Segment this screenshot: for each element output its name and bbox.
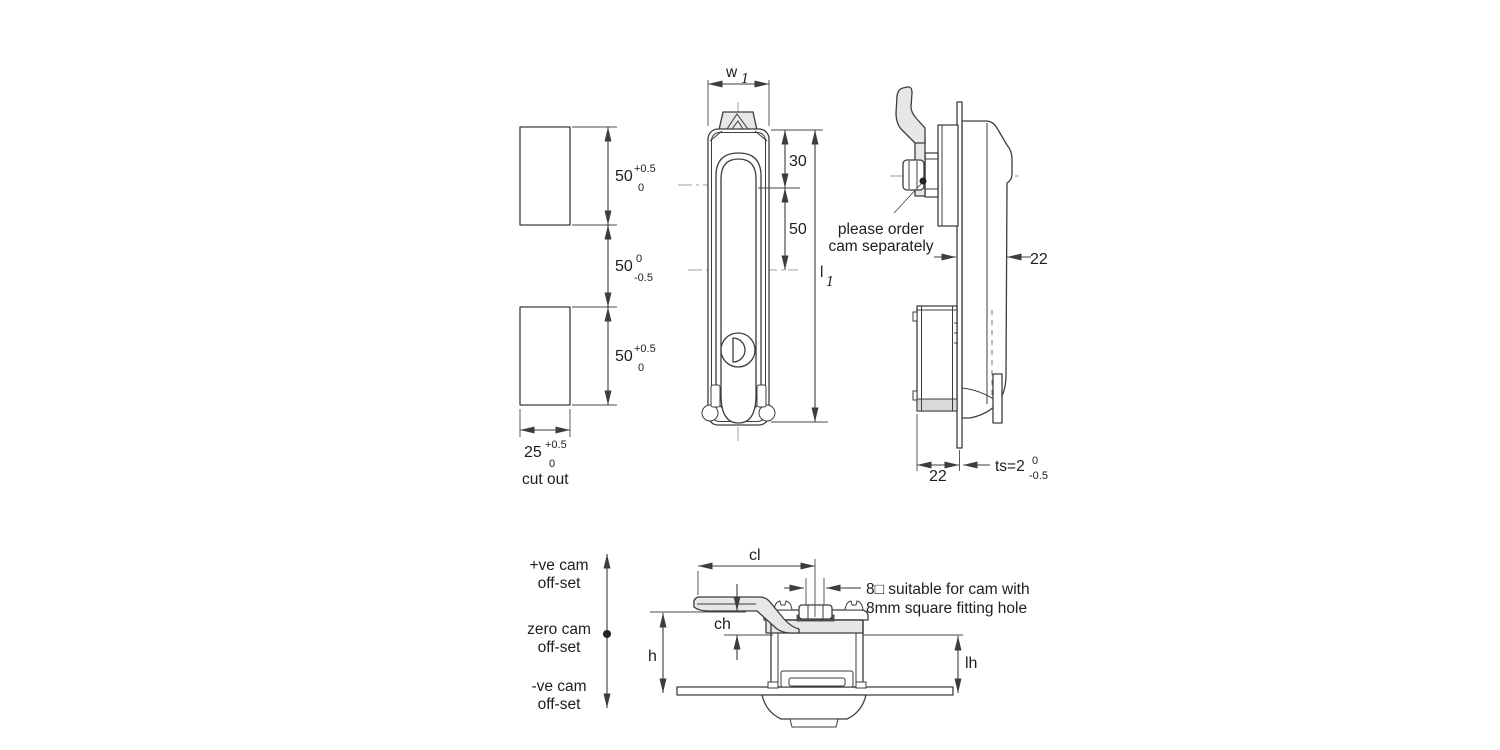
square-note-line2: 8mm square fitting hole bbox=[866, 600, 1027, 617]
cutout-label: cut out bbox=[522, 471, 569, 488]
latch-bar bbox=[992, 373, 1003, 424]
dim-cutout-width-tol-lower: 0 bbox=[549, 458, 555, 470]
shaft-nut bbox=[798, 604, 833, 620]
dim-lh: lh bbox=[965, 655, 977, 672]
front-view: w 1 30 50 l 1 bbox=[678, 64, 834, 444]
dim-depth-rear: 22 bbox=[929, 468, 947, 485]
fixing-nut bbox=[902, 159, 925, 191]
keyhole-icon bbox=[732, 337, 746, 363]
dim-h: h bbox=[648, 648, 657, 665]
dim-ch: ch bbox=[714, 616, 731, 633]
front-dome bbox=[761, 694, 867, 720]
dome-lip bbox=[789, 718, 839, 728]
dim-cutout-top-tol-upper: +0.5 bbox=[634, 163, 656, 175]
dim-cutout-top-value: 50 bbox=[615, 168, 633, 185]
dim-l1-subscript: 1 bbox=[826, 275, 834, 290]
leader-line bbox=[893, 183, 922, 214]
offset-zero-line1: zero cam bbox=[527, 621, 591, 638]
cylinder-boss bbox=[924, 152, 939, 198]
cylinder-housing bbox=[937, 124, 959, 227]
dim-cutout-width-value: 25 bbox=[524, 444, 542, 461]
handle-foot-right bbox=[758, 404, 776, 422]
side-view: please order cam separately 22 22 ts=2 0… bbox=[828, 86, 1048, 485]
dim-cutout-width-tol-upper: +0.5 bbox=[545, 439, 567, 451]
offset-negative-line1: -ve cam bbox=[531, 678, 586, 695]
dim-cutout-middle-tol-upper: 0 bbox=[636, 253, 642, 265]
cutout-view: 50 +0.5 0 50 0 -0.5 50 +0.5 0 25 +0.5 0 … bbox=[519, 126, 656, 488]
cutout-upper-rect bbox=[519, 126, 571, 226]
cam-note-line1: please order bbox=[838, 221, 924, 238]
offset-positive-line1: +ve cam bbox=[529, 557, 588, 574]
housing-screw-top bbox=[912, 311, 918, 322]
swing-handle bbox=[720, 158, 757, 424]
zero-offset-dot bbox=[603, 630, 611, 638]
spring-clip-right bbox=[844, 600, 864, 611]
cam-lever bbox=[895, 86, 926, 144]
foot-right bbox=[855, 681, 867, 689]
cam-arm bbox=[693, 596, 800, 634]
push-button-triangle-mark bbox=[726, 113, 749, 130]
dim-ts-tol-lower: -0.5 bbox=[1029, 470, 1048, 482]
latch-slot bbox=[788, 677, 846, 687]
housing-screw-bottom bbox=[912, 390, 918, 401]
bottom-view: +ve cam off-set zero cam off-set -ve cam… bbox=[527, 547, 1030, 728]
dim-cutout-middle-tol-lower: -0.5 bbox=[634, 272, 653, 284]
cam-note-line2: cam separately bbox=[828, 238, 933, 255]
square-note-line1: 8□ suitable for cam with bbox=[866, 581, 1030, 598]
dim-cutout-bottom-tol-lower: 0 bbox=[638, 362, 644, 374]
rear-housing-base bbox=[916, 398, 958, 412]
handle-pivot-right bbox=[756, 384, 767, 408]
rear-housing bbox=[916, 305, 958, 412]
dim-depth-front: 22 bbox=[1030, 251, 1048, 268]
dim-30: 30 bbox=[789, 153, 807, 170]
foot-left bbox=[767, 681, 779, 689]
dim-l1-letter: l bbox=[820, 264, 823, 281]
dim-cutout-top-tol-lower: 0 bbox=[638, 182, 644, 194]
cutout-lower-rect bbox=[519, 306, 571, 406]
cutout-dimension-lines bbox=[520, 127, 612, 434]
leader-dot bbox=[919, 177, 927, 185]
dim-w1-letter: w bbox=[725, 64, 738, 81]
dim-50: 50 bbox=[789, 221, 807, 238]
handle-foot-left bbox=[701, 404, 719, 422]
dim-cutout-middle-value: 50 bbox=[615, 258, 633, 275]
offset-positive-line2: off-set bbox=[538, 575, 581, 592]
panel-plate bbox=[676, 686, 954, 696]
dim-ts-label: ts=2 bbox=[995, 458, 1025, 475]
dim-cl: cl bbox=[749, 547, 761, 564]
door-panel bbox=[956, 101, 963, 449]
spring-clip-left bbox=[773, 600, 793, 611]
handle-pivot-left bbox=[710, 384, 721, 408]
dim-cutout-bottom-value: 50 bbox=[615, 348, 633, 365]
dim-w1-subscript: 1 bbox=[741, 72, 749, 87]
dim-cutout-bottom-tol-upper: +0.5 bbox=[634, 343, 656, 355]
offset-zero-line2: off-set bbox=[538, 639, 581, 656]
offset-negative-line2: off-set bbox=[538, 696, 581, 713]
dim-ts-tol-upper: 0 bbox=[1032, 455, 1038, 467]
